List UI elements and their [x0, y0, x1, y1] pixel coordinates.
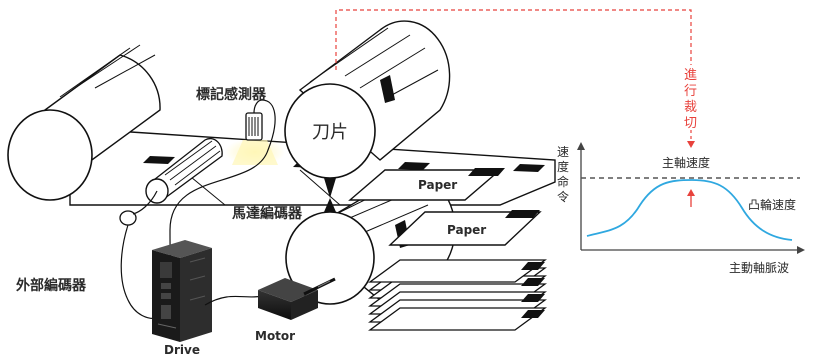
servo-drive [152, 240, 212, 342]
external-encoder-label: 外部編碼器 [16, 277, 87, 294]
x-axis-label: 主動軸脈波 [729, 261, 789, 275]
blade-label: 刀片 [312, 122, 348, 143]
y-axis-label-char-2: 度 [557, 159, 569, 174]
cut-sheets [348, 168, 542, 246]
cam-speed-chart: 速 度 命 令 主軸速度 凸輪速度 主動軸脈波 [557, 142, 805, 275]
cam-speed-curve [586, 179, 793, 241]
cut-command-char-1: 進 [684, 68, 697, 83]
servo-motor [204, 277, 336, 320]
master-speed-label: 主軸速度 [662, 155, 710, 170]
blade-roller [284, 20, 451, 198]
motor-label: Motor [255, 329, 295, 343]
cut-command-char-2: 行 [684, 84, 697, 99]
y-axis-label-char-1: 速 [557, 145, 569, 159]
cut-command-char-3: 裁 [684, 99, 697, 115]
mark-sensor [225, 99, 285, 166]
cut-command-char-4: 切 [684, 116, 697, 131]
paper-label-bottom: Paper [447, 223, 486, 237]
cut-signal-line [335, 9, 695, 148]
left-roller [7, 44, 161, 201]
paper-label-top: Paper [418, 178, 457, 192]
cam-speed-label: 凸輪速度 [748, 197, 796, 212]
mark-sensor-label: 標記感測器 [196, 86, 267, 103]
drive-label: Drive [164, 343, 200, 357]
cut-command-label: 進 行 裁 切 [684, 68, 697, 131]
x-axis-arrow [797, 246, 805, 254]
y-axis-label-char-4: 令 [557, 189, 569, 204]
paper-stack [368, 259, 547, 331]
y-axis-arrow [577, 142, 585, 150]
y-axis-label-char-3: 命 [557, 174, 569, 189]
master-encoder-label: 馬達編碼器 [232, 205, 303, 222]
peak-marker-arrow [687, 189, 695, 196]
